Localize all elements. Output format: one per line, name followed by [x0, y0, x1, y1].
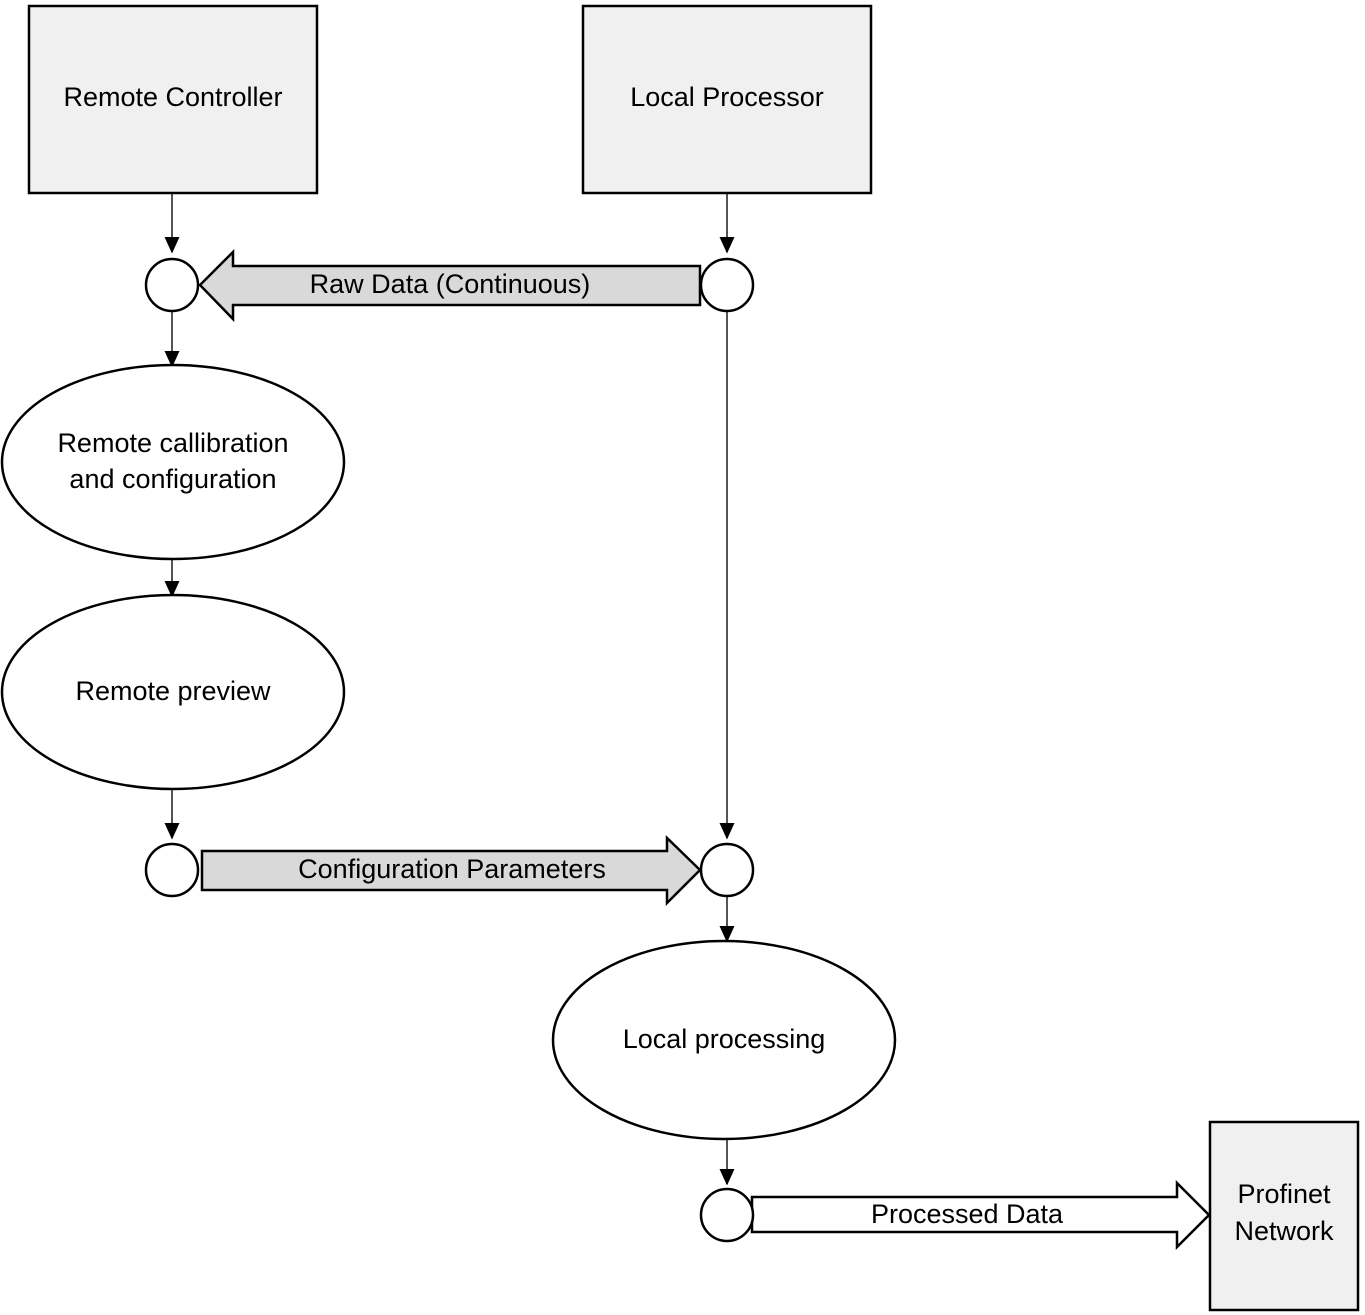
node-remote-controller-label: Remote Controller — [63, 82, 282, 112]
node-local-processing-label: Local processing — [623, 1024, 826, 1054]
node-local-processor-label: Local Processor — [630, 82, 824, 112]
junction-node-d[interactable] — [699, 842, 755, 898]
node-remote-calibration-label-line1: Remote callibration — [57, 428, 288, 458]
flow-arrow-processed-data: Processed Data — [750, 1179, 1211, 1251]
node-profinet-network-label-line2: Network — [1234, 1216, 1334, 1246]
node-profinet-network-label-line1: Profinet — [1237, 1179, 1331, 1209]
node-local-processing[interactable]: Local processing — [551, 939, 897, 1141]
flow-arrow-raw-data: Raw Data (Continuous) — [198, 248, 702, 323]
junction-node-b[interactable] — [144, 842, 200, 898]
node-remote-controller[interactable]: Remote Controller — [27, 4, 319, 195]
junction-node-c[interactable] — [699, 257, 755, 313]
junction-node-e[interactable] — [699, 1187, 755, 1243]
flow-arrow-configuration-parameters-label: Configuration Parameters — [298, 854, 606, 884]
node-profinet-network[interactable]: Profinet Network — [1208, 1120, 1360, 1312]
node-remote-calibration-label-line2: and configuration — [69, 464, 276, 494]
junction-node-a[interactable] — [144, 257, 200, 313]
node-remote-preview[interactable]: Remote preview — [0, 593, 346, 791]
node-local-processor[interactable]: Local Processor — [581, 4, 873, 195]
flow-arrow-processed-data-label: Processed Data — [871, 1199, 1064, 1229]
node-remote-calibration[interactable]: Remote callibration and configuration — [0, 363, 346, 561]
node-remote-preview-label: Remote preview — [75, 676, 271, 706]
flow-arrow-raw-data-label: Raw Data (Continuous) — [310, 269, 591, 299]
flow-arrow-configuration-parameters: Configuration Parameters — [200, 835, 702, 907]
